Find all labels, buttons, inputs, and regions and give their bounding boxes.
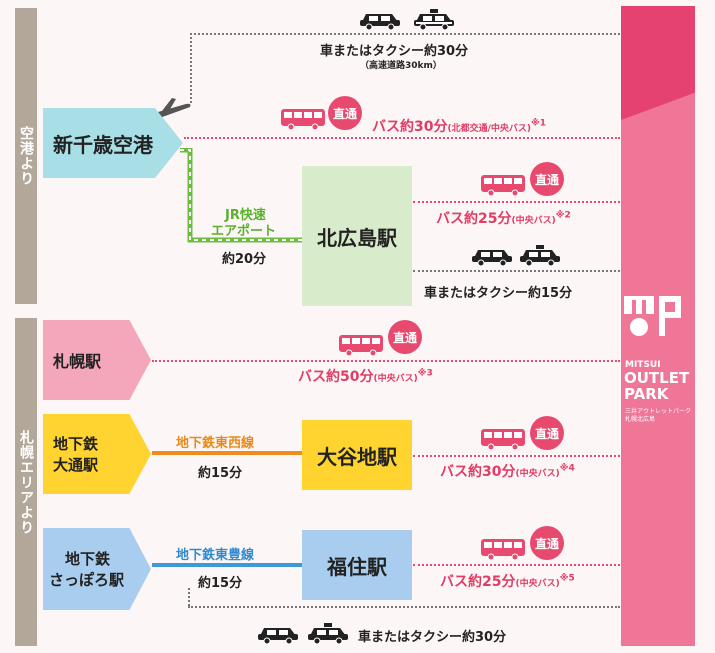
car-route-bottom-line xyxy=(188,606,620,608)
bus-icon xyxy=(481,175,525,196)
brand-sub-2: 札幌北広島 xyxy=(625,416,656,423)
odori-station-line1: 地下鉄 xyxy=(53,435,99,453)
bus-route-oyachi-operator: (中央バス) xyxy=(515,469,560,479)
bus-route-oyachi-line xyxy=(413,455,620,457)
jr-route-line xyxy=(180,148,303,243)
toho-line xyxy=(152,563,302,567)
car-icon xyxy=(258,628,298,644)
toho-line-time: 約15分 xyxy=(198,576,243,591)
fukuzumi-station-label: 福住駅 xyxy=(327,554,387,579)
taxi-icon xyxy=(520,245,560,266)
bus-route-sapporo-line xyxy=(152,360,620,362)
car-icon xyxy=(472,250,512,266)
jr-line-name-1: JR快速 xyxy=(225,208,266,223)
car-route-top-sublabel: （高速道路30km） xyxy=(360,61,442,71)
bus-route-sapporo-ref: ※3 xyxy=(417,368,433,379)
jr-line-time: 約20分 xyxy=(222,252,267,267)
bus-route-airport-ref: ※1 xyxy=(531,118,547,129)
bus-route-oyachi-time: バス約30分 xyxy=(440,464,516,480)
bus-icon xyxy=(481,429,525,450)
bus-icon xyxy=(339,335,383,356)
sapporo-sidebar: 札幌エリアより xyxy=(15,318,37,646)
mop-logo xyxy=(624,296,692,358)
bus-icon xyxy=(281,109,325,130)
bus-route-kita-ref: ※2 xyxy=(555,210,571,221)
fukuzumi-station-box: 福住駅 xyxy=(302,530,412,600)
oyachi-station-box: 大谷地駅 xyxy=(302,420,412,490)
kitahiroshima-station-label: 北広島駅 xyxy=(317,225,397,250)
car-route-kita-label: 車またはタクシー約15分 xyxy=(424,286,573,301)
odori-station-box: 地下鉄 大通駅 xyxy=(43,414,151,494)
brand-line-1: MITSUI xyxy=(625,360,661,370)
bus-route-kita-line xyxy=(413,201,620,203)
bus-route-sapporo-label: バス約50分(中央バス)※3 xyxy=(298,366,433,386)
brand-sub-1: 三井アウトレットパーク xyxy=(625,408,692,415)
bus-route-oyachi-ref: ※4 xyxy=(559,463,575,474)
car-icon xyxy=(360,14,400,30)
bus-route-sapporo-time: バス約50分 xyxy=(298,369,374,385)
new-chitose-airport-box: 新千歳空港 xyxy=(43,108,183,178)
direct-badge: 直通 xyxy=(388,320,422,354)
car-route-top-line xyxy=(190,33,620,35)
direct-badge: 直通 xyxy=(530,526,564,560)
sapporo-sidebar-label: 札幌エリアより xyxy=(18,429,34,535)
tozai-line-time: 約15分 xyxy=(198,466,243,481)
car-route-kita-line xyxy=(413,270,620,272)
airport-sidebar-label: 空港より xyxy=(18,126,34,186)
bus-route-airport-line xyxy=(184,137,620,139)
tozai-line-name: 地下鉄東西線 xyxy=(176,436,255,451)
bus-route-airport-operator: (北都交通/中央バス) xyxy=(447,124,531,134)
susukino-station-line1: 地下鉄 xyxy=(65,550,111,568)
toho-line-name: 地下鉄東豊線 xyxy=(176,548,255,563)
sapporo-station-box: 札幌駅 xyxy=(43,320,151,400)
bus-route-sapporo-operator: (中央バス) xyxy=(373,374,418,384)
bus-route-fukuzumi-time: バス約25分 xyxy=(440,574,516,590)
car-route-top-label: 車またはタクシー約30分 xyxy=(320,44,469,59)
kitahiroshima-station-box: 北広島駅 xyxy=(302,166,412,306)
bus-route-airport-time: バス約30分 xyxy=(372,119,448,135)
jr-line-name-2: エアポート xyxy=(211,224,277,239)
bus-route-fukuzumi-line xyxy=(413,564,620,566)
sapporo-station-label: 札幌駅 xyxy=(53,352,102,371)
bus-route-kita-label: バス約25分(中央バス)※2 xyxy=(436,208,571,228)
car-route-top-drop xyxy=(190,33,192,103)
brand-line-2: OUTLET xyxy=(624,369,690,387)
bus-route-fukuzumi-ref: ※5 xyxy=(559,573,575,584)
tozai-line xyxy=(152,451,302,455)
bus-route-kita-operator: (中央バス) xyxy=(511,216,556,226)
mop-logo-mark xyxy=(624,296,681,336)
odori-station-line2: 大通駅 xyxy=(53,456,99,474)
bus-route-kita-time: バス約25分 xyxy=(436,211,512,227)
bus-route-fukuzumi-operator: (中央バス) xyxy=(515,579,560,589)
brand-line-3: PARK xyxy=(624,385,669,403)
bus-icon xyxy=(481,539,525,560)
bus-route-fukuzumi-label: バス約25分(中央バス)※5 xyxy=(440,571,575,591)
oyachi-station-label: 大谷地駅 xyxy=(317,444,397,469)
taxi-icon xyxy=(308,623,348,644)
taxi-icon xyxy=(414,9,454,30)
direct-badge: 直通 xyxy=(328,96,362,130)
direct-badge: 直通 xyxy=(530,416,564,450)
new-chitose-airport-label: 新千歳空港 xyxy=(53,132,153,157)
direct-badge: 直通 xyxy=(530,162,564,196)
susukino-station-line2: さっぽろ駅 xyxy=(49,571,125,589)
bus-route-oyachi-label: バス約30分(中央バス)※4 xyxy=(440,461,575,481)
susukino-station-box: 地下鉄 さっぽろ駅 xyxy=(43,528,151,610)
bus-route-airport-label: バス約30分(北都交通/中央バス)※1 xyxy=(372,116,546,136)
car-route-bottom-label: 車またはタクシー約30分 xyxy=(358,630,507,645)
airport-sidebar: 空港より xyxy=(15,8,37,304)
car-route-bottom-rise xyxy=(188,588,190,606)
